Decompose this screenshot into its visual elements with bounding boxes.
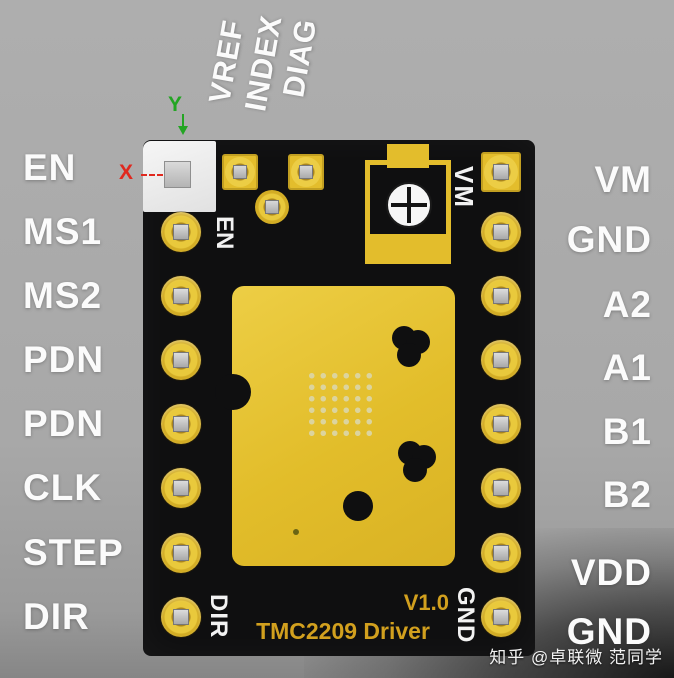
pad-hole — [173, 480, 189, 496]
board-title: TMC2209 Driver — [256, 618, 430, 644]
pin-label-a2: A2 — [602, 284, 652, 325]
pin-label-pdn1: PDN — [23, 339, 105, 380]
pin-label-en: EN — [23, 147, 77, 188]
en-pad — [164, 161, 191, 188]
pin-label-gnd-bot: GND — [566, 611, 652, 652]
pad-hole — [233, 165, 247, 179]
pad-b1 — [481, 404, 521, 444]
pad-hole — [493, 609, 509, 625]
trimpot-dial — [386, 182, 432, 228]
pad-index — [222, 154, 258, 190]
trimpot-screw-slot — [407, 187, 411, 223]
board-cutout — [215, 374, 251, 410]
pin-label-gnd-top: GND — [566, 219, 652, 260]
pad-hole — [265, 200, 279, 214]
board-hole — [343, 491, 373, 521]
pad-hole — [173, 609, 189, 625]
pin-label-dir: DIR — [23, 596, 90, 637]
axis-x-arrow-icon — [141, 174, 163, 176]
pad-hole — [493, 352, 509, 368]
pad-hole — [493, 480, 509, 496]
pad-dir — [161, 597, 201, 637]
pin-label-vdd: VDD — [570, 552, 652, 593]
pad-clk — [161, 468, 201, 508]
pad-hole — [493, 288, 509, 304]
silk-dir-label: DIR — [205, 593, 232, 639]
pin-label-pdn2: PDN — [23, 403, 105, 444]
pin-label-ms1: MS1 — [23, 211, 103, 252]
board-cutout — [403, 458, 427, 482]
pad-gnd-1 — [481, 212, 521, 252]
board-version: V1.0 — [403, 590, 449, 615]
en-pad-highlight — [143, 141, 216, 212]
pad-hole — [493, 224, 509, 240]
axis-x-label: X — [119, 161, 134, 184]
pad-hole — [493, 416, 509, 432]
board-cutout — [397, 343, 421, 367]
watermark: 知乎 @卓联微 范同学 — [489, 648, 663, 667]
silk-vm-label: VM — [449, 165, 479, 209]
vref-trimpot — [365, 144, 451, 264]
pad-hole — [173, 352, 189, 368]
pad-diag — [288, 154, 324, 190]
pad-ms2 — [161, 276, 201, 316]
pad-gnd-2 — [481, 597, 521, 637]
pad-vref — [255, 190, 289, 224]
pad-b2 — [481, 468, 521, 508]
pad-a1 — [481, 340, 521, 380]
axis-y-label: Y — [168, 93, 183, 116]
silk-gnd-label: GND — [452, 586, 479, 644]
thermal-vias — [306, 370, 374, 438]
pad-vm — [481, 152, 521, 192]
pad-hole — [493, 545, 509, 561]
pad-pdn1 — [161, 340, 201, 380]
pin-label-ms2: MS2 — [23, 275, 103, 316]
pad-hole — [173, 224, 189, 240]
pad-hole — [173, 545, 189, 561]
pad-a2 — [481, 276, 521, 316]
pad-hole — [299, 165, 313, 179]
pad-ms1 — [161, 212, 201, 252]
pcb-board: EN VM — [143, 140, 535, 656]
pin-label-clk: CLK — [23, 467, 103, 508]
pad-hole — [493, 164, 509, 180]
pad-vdd — [481, 533, 521, 573]
pad-hole — [173, 288, 189, 304]
pad-pdn2 — [161, 404, 201, 444]
pin-label-b2: B2 — [602, 474, 652, 515]
pin-label-step: STEP — [23, 532, 124, 573]
pin-label-b1: B1 — [602, 411, 652, 452]
trimpot-base — [365, 234, 451, 264]
thermal-pad-copper — [215, 286, 455, 566]
via-dot — [293, 529, 299, 535]
pin-label-vm: VM — [594, 159, 652, 200]
silk-en-label: EN — [211, 216, 238, 250]
pad-step — [161, 533, 201, 573]
pad-hole — [173, 416, 189, 432]
pin-label-a1: A1 — [602, 347, 652, 388]
axis-y-arrow-icon — [178, 114, 188, 135]
